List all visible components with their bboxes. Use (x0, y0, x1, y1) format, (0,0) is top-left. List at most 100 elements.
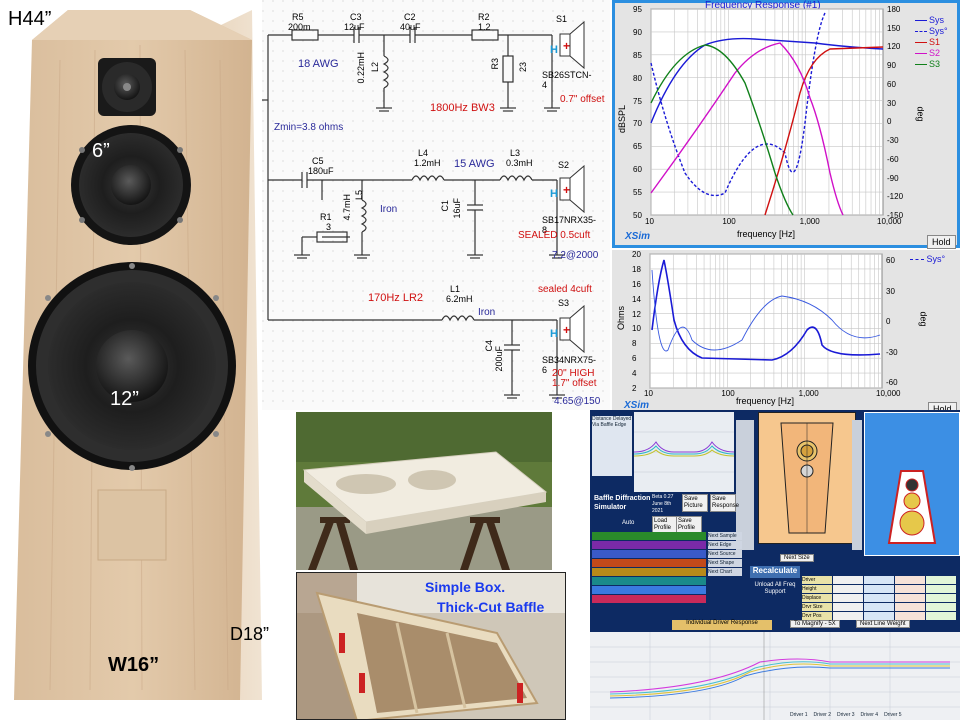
param-cell[interactable] (833, 594, 863, 602)
note-18awg: 18 AWG (298, 58, 339, 70)
auto-button[interactable]: Auto (622, 520, 635, 526)
legend-swatch (915, 20, 927, 22)
svg-text:+: + (563, 39, 570, 53)
param-cell[interactable] (926, 585, 956, 593)
simulator-legend-item: Driver 2 (813, 712, 832, 718)
param-cell[interactable] (895, 594, 925, 602)
param-cell[interactable] (926, 594, 956, 602)
legend-swatch (915, 31, 927, 33)
recalculate-button[interactable]: Recalculate (750, 566, 800, 578)
legend-item-s2: S2 (915, 48, 948, 59)
simulator-row[interactable] (592, 550, 706, 558)
simulator-row[interactable] (592, 532, 706, 540)
distance-delayed-chart (634, 412, 734, 492)
param-cell[interactable] (833, 585, 863, 593)
label-c1: C1 (440, 200, 450, 212)
save-response-button[interactable]: Save Response (710, 494, 739, 512)
next-button-1[interactable]: Next Edge (708, 541, 742, 549)
legend-item-sys: Sys° (915, 26, 948, 37)
param-cell[interactable] (926, 603, 956, 611)
label-c4: C4 (484, 340, 494, 352)
param-cell[interactable] (833, 576, 863, 584)
impedance-magnitude-curve (651, 259, 881, 361)
freq-y2tick-3: 90 (887, 61, 896, 71)
param-label: Displace (802, 594, 832, 602)
param-cell[interactable] (864, 612, 894, 620)
simulator-row[interactable] (592, 541, 706, 549)
param-cell[interactable] (864, 603, 894, 611)
param-row-4: Drvr Pos (802, 612, 958, 620)
freq-ytick-7: 60 (633, 165, 642, 175)
label-s1: S1 (556, 14, 568, 24)
param-cell[interactable] (833, 603, 863, 611)
box-photo: Simple Box. Thick-Cut Baffle (296, 572, 566, 720)
magnify-button[interactable]: To Magnify - 5X (790, 620, 840, 628)
simulator-legend-item: Driver 3 (837, 712, 855, 718)
save-picture-button[interactable]: Save Picture (682, 494, 708, 512)
unload-button[interactable]: Unload All Freq Support (754, 582, 796, 595)
value-l3: 0.3mH (506, 158, 533, 168)
simulator-legend-item: Driver 5 (884, 712, 902, 718)
freq-y2tick-2: 120 (887, 42, 901, 52)
imp-ytick-0: 20 (632, 250, 641, 259)
value-c5: 180uF (308, 166, 334, 176)
imp-y2tick-3: -30 (886, 347, 898, 357)
next-size-button[interactable]: Next Size (780, 554, 814, 562)
impedance-phase-curve (651, 269, 881, 352)
baffle-diffraction-simulator: Distance Delayed Via Baffle Edge Baffl (590, 410, 960, 720)
param-cell[interactable] (895, 612, 925, 620)
imp-ytick-4: 12 (632, 309, 641, 319)
param-cell[interactable] (926, 576, 956, 584)
label-l2: L2 (370, 62, 380, 73)
freq-ytick-4: 75 (633, 96, 642, 106)
label-r5: R5 (292, 12, 304, 22)
freq-y2tick-0: 180 (887, 5, 901, 14)
legend-swatch (915, 64, 927, 66)
frequency-response-window: Frequency Response (#1) dBSPL deg freque… (612, 0, 960, 249)
param-cell[interactable] (895, 585, 925, 593)
individual-response-button[interactable]: Individual Driver Response (672, 620, 772, 630)
save-profile-button[interactable]: Save Profile (676, 516, 702, 534)
next-button-0[interactable]: Next Sample (708, 532, 742, 540)
imp-ytick-9: 2 (632, 384, 637, 393)
hold-button[interactable]: Hold (927, 235, 956, 249)
param-cell[interactable] (864, 594, 894, 602)
label-s2: S2 (558, 160, 570, 170)
value-c2: 40uF (400, 22, 421, 32)
param-label: Drvr Size (802, 603, 832, 611)
simulator-row[interactable] (592, 568, 706, 576)
simulator-row[interactable] (592, 586, 706, 594)
next-line-weight-button[interactable]: Next Line Weight (856, 620, 910, 628)
freq-xtick-2: 1,000 (799, 217, 820, 226)
imp-y2tick-0: 60 (886, 256, 895, 265)
simulator-row[interactable] (592, 595, 706, 603)
simulator-row[interactable] (592, 577, 706, 585)
note-4-65-at-150: 4.65@150 (554, 396, 601, 407)
note-sealed-05: SEALED 0.5cuft (518, 230, 591, 241)
label-iron-2: Iron (478, 307, 496, 318)
value-c4: 200uF (494, 346, 504, 372)
imp-ytick-8: 4 (632, 369, 637, 379)
imp-xtick-2: 1,000 (798, 389, 819, 398)
label-r2: R2 (478, 12, 490, 22)
legend-item-s3: S3 (915, 59, 948, 70)
sys-curve (650, 37, 884, 124)
param-cell[interactable] (864, 585, 894, 593)
param-cell[interactable] (895, 603, 925, 611)
baffle-front-view (758, 412, 856, 544)
param-cell[interactable] (833, 612, 863, 620)
next-button-4[interactable]: Next Chart (708, 568, 742, 576)
param-cell[interactable] (864, 576, 894, 584)
param-row-0: Driver (802, 576, 958, 584)
freq-ytick-8: 55 (633, 188, 642, 198)
next-button-3[interactable]: Next Shape (708, 559, 742, 567)
tweeter (98, 58, 156, 116)
param-cell[interactable] (926, 612, 956, 620)
imp-y2tick-4: -60 (886, 378, 898, 387)
param-cell[interactable] (895, 576, 925, 584)
midrange-driver (71, 125, 191, 245)
freq-ytick-5: 70 (633, 119, 642, 129)
simulator-row[interactable] (592, 559, 706, 567)
next-button-2[interactable]: Next Source (708, 550, 742, 558)
